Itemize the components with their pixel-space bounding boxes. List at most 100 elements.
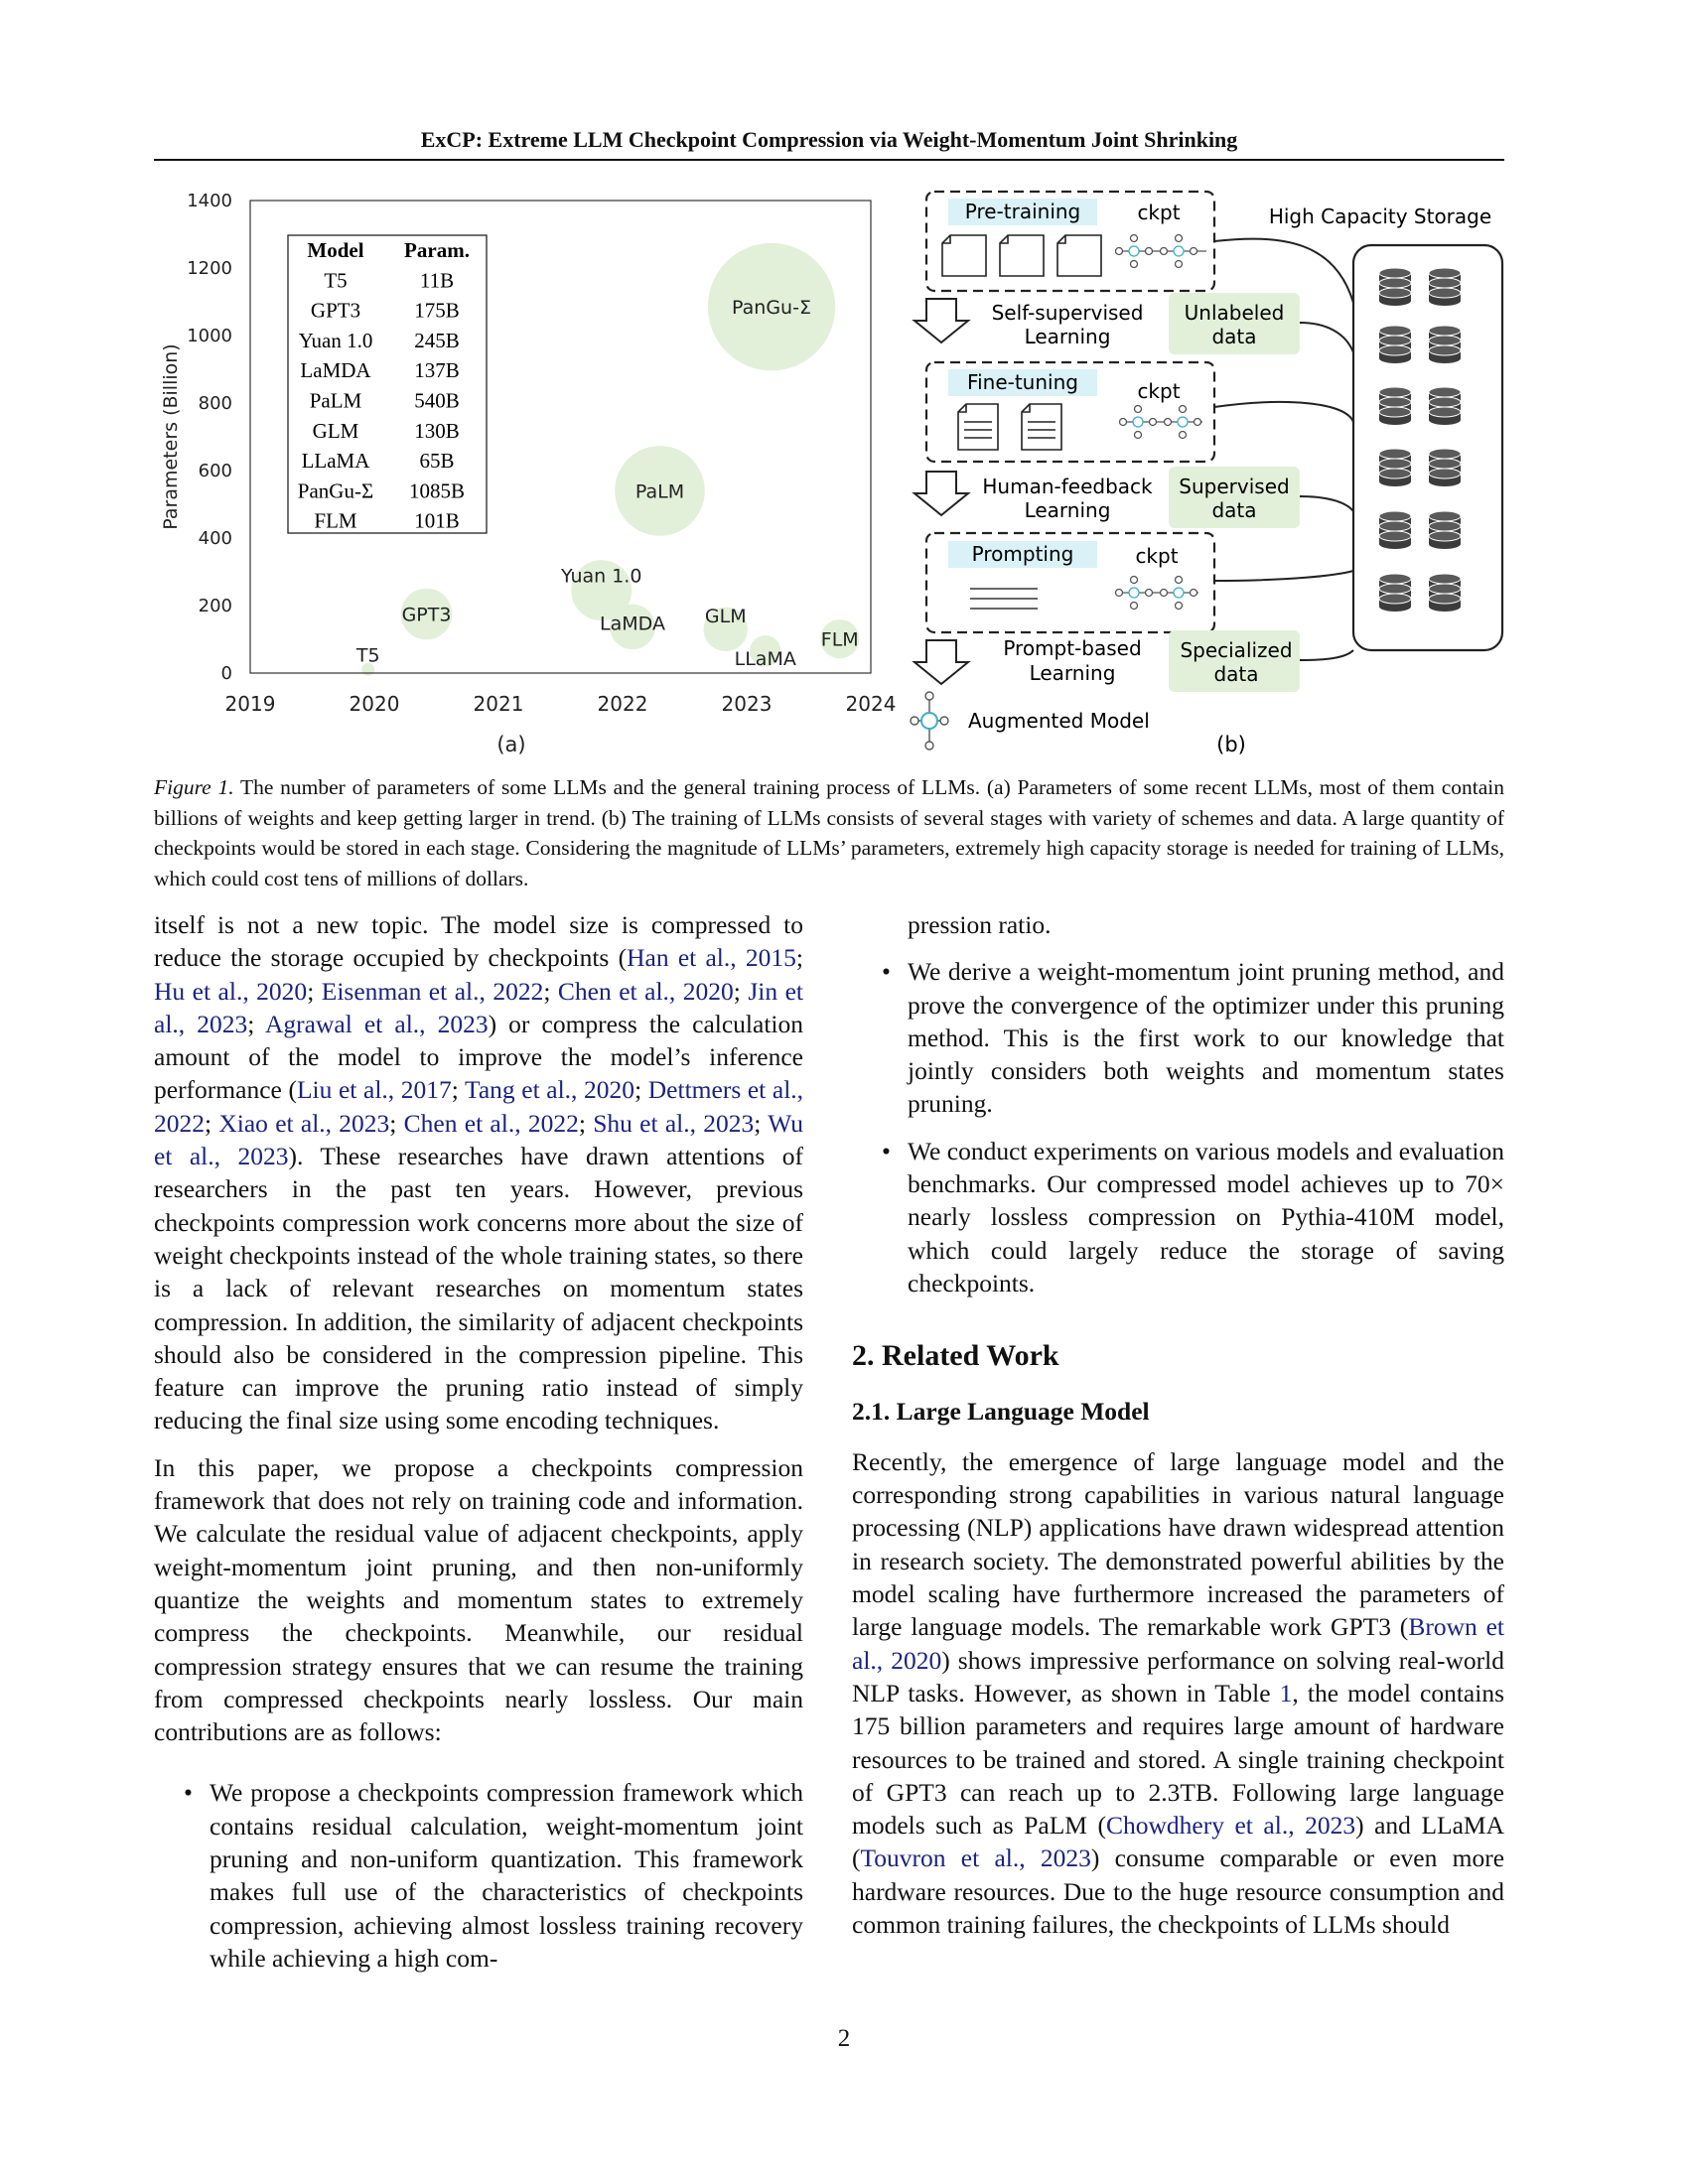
text: ; [451,1075,466,1105]
stage-label-pretraining: Pre-training [965,200,1081,223]
citation-link[interactable]: Agrawal et al., 2023 [265,1009,489,1038]
stage-box-finetuning [924,360,1216,464]
citation-link[interactable]: Chowdhery et al., 2023 [1105,1811,1356,1841]
data-point-bubble [707,242,836,371]
text: ; [543,976,558,1006]
data-label-2a: Supervised [1179,475,1289,498]
citation-link[interactable]: Touvron et al., 2023 [860,1843,1091,1873]
table-cell: Yuan 1.0 [299,329,373,352]
network-icon [1118,404,1202,440]
data-tag-specialized [1169,630,1300,692]
text: itself is not a new topic. The model siz… [154,910,803,973]
text: Recently, the emergence of large languag… [852,1446,1504,1642]
database-icon [1378,267,1412,306]
contribution-list: We propose a checkpoints compression fra… [154,1776,803,1975]
right-column: pression ratio. We derive a weight-momen… [852,908,1504,1941]
plot-frame [249,200,872,674]
down-arrow-icon [912,298,971,344]
data-label-3a: Specialized [1180,638,1292,662]
stage-label-prompting: Prompting [972,542,1074,566]
section-heading: 2. Related Work [852,1339,1059,1373]
y-tick-label: 1400 [187,191,232,211]
table-cell: 1085B [409,478,465,502]
database-icons [1378,267,1462,612]
table-cell: GLM [313,419,359,443]
data-point-bubble [610,604,655,650]
citation-link[interactable]: Chen et al., 2022 [403,1108,579,1138]
figure-number: Figure 1. [154,775,234,799]
text: ; [754,1108,769,1138]
table-cell: 245B [414,329,460,352]
network-icon [1114,575,1198,611]
x-tick-label: 2024 [846,692,897,716]
y-tick-label: 600 [199,461,232,481]
table-cell: LaMDA [300,358,371,382]
table-cell: PanGu-Σ [298,478,373,502]
subsection-heading: 2.1. Large Language Model [852,1396,1150,1426]
list-item: We propose a checkpoints compression fra… [154,1776,803,1975]
table-cell: 130B [414,419,460,443]
database-icon [1428,448,1462,486]
citation-link[interactable]: Xiao et al., 2023 [218,1108,390,1138]
citation-link[interactable]: Tang et al., 2020 [465,1075,635,1105]
x-tick-label: 2022 [598,692,648,716]
paragraph-2: In this paper, we propose a checkpoints … [154,1452,803,1747]
table-cell: 137B [414,358,460,382]
citation-link[interactable]: Hu et al., 2020 [154,976,308,1006]
database-icon [1378,386,1412,425]
header-rule [154,159,1504,161]
citation-link[interactable]: Brown et al., 2020 [852,1612,1504,1675]
y-tick-label: 200 [199,596,232,616]
x-tick-label: 2020 [350,692,400,716]
citation-link[interactable]: Dettmers et al., 2022 [154,1075,804,1138]
text: ; [205,1108,219,1138]
citation-link[interactable]: Shu et al., 2023 [593,1108,755,1138]
text: ) or compress the calculation amount of … [154,1009,803,1105]
network-icon [1114,233,1206,269]
data-tag-unlabeled [1169,293,1300,354]
citation-link[interactable]: Chen et al., 2020 [557,976,734,1006]
table-header: Param. [404,238,470,262]
text: ; [634,1075,648,1105]
storage-box [1351,243,1504,652]
text: ). These researches have drawn attention… [154,1142,804,1435]
ckpt-label-3: ckpt [1135,544,1178,568]
augmented-model-icon [910,691,949,751]
data-point-label: FLM [821,629,859,651]
citation-link[interactable]: Jin et al., 2023 [154,976,803,1038]
citation-link[interactable]: Eisenman et al., 2022 [321,976,544,1006]
database-icon [1378,448,1412,486]
y-axis-label: Parameters (Billion) [160,343,182,529]
text: ) shows impressive performance on solvin… [852,1645,1505,1707]
text: ; [578,1108,594,1138]
database-icon [1428,573,1462,612]
database-icon [1428,386,1462,425]
text: ; [389,1108,404,1138]
citation-link[interactable]: Han et al., 2015 [627,943,796,973]
table-ref-link[interactable]: 1 [1279,1678,1293,1707]
citation-link[interactable]: Liu et al., 2017 [296,1075,452,1105]
paragraph-1: itself is not a new topic. The model siz… [154,908,803,1437]
data-point-label: Yuan 1.0 [560,566,641,588]
database-icon [1378,510,1412,549]
paragraph-related-work: Recently, the emergence of large languag… [852,1445,1504,1941]
data-label-2b: data [1211,498,1256,522]
citation-link[interactable]: Wu et al., 2023 [154,1108,803,1171]
subcaption-b: (b) [1216,733,1246,756]
figure-caption: Figure 1. The number of parameters of so… [154,772,1504,893]
subcaption-a: (a) [496,733,525,756]
data-point-label: T5 [355,644,380,666]
list-item: We conduct experiments on various models… [852,1135,1504,1299]
data-label-1b: data [1211,325,1256,348]
text: ; [307,976,322,1006]
text: ) consume comparable or even more hardwa… [852,1843,1505,1940]
x-tick-label: 2023 [722,692,773,716]
y-tick-label: 400 [199,528,232,549]
arrow-label-1b: Learning [1025,325,1111,348]
continued-text: pression ratio. [908,910,1052,939]
text: ; [733,976,749,1006]
down-arrow-icon [912,639,971,686]
left-column: itself is not a new topic. The model siz… [154,908,803,1975]
contribution-list: We derive a weight-momentum joint prunin… [852,955,1504,1299]
